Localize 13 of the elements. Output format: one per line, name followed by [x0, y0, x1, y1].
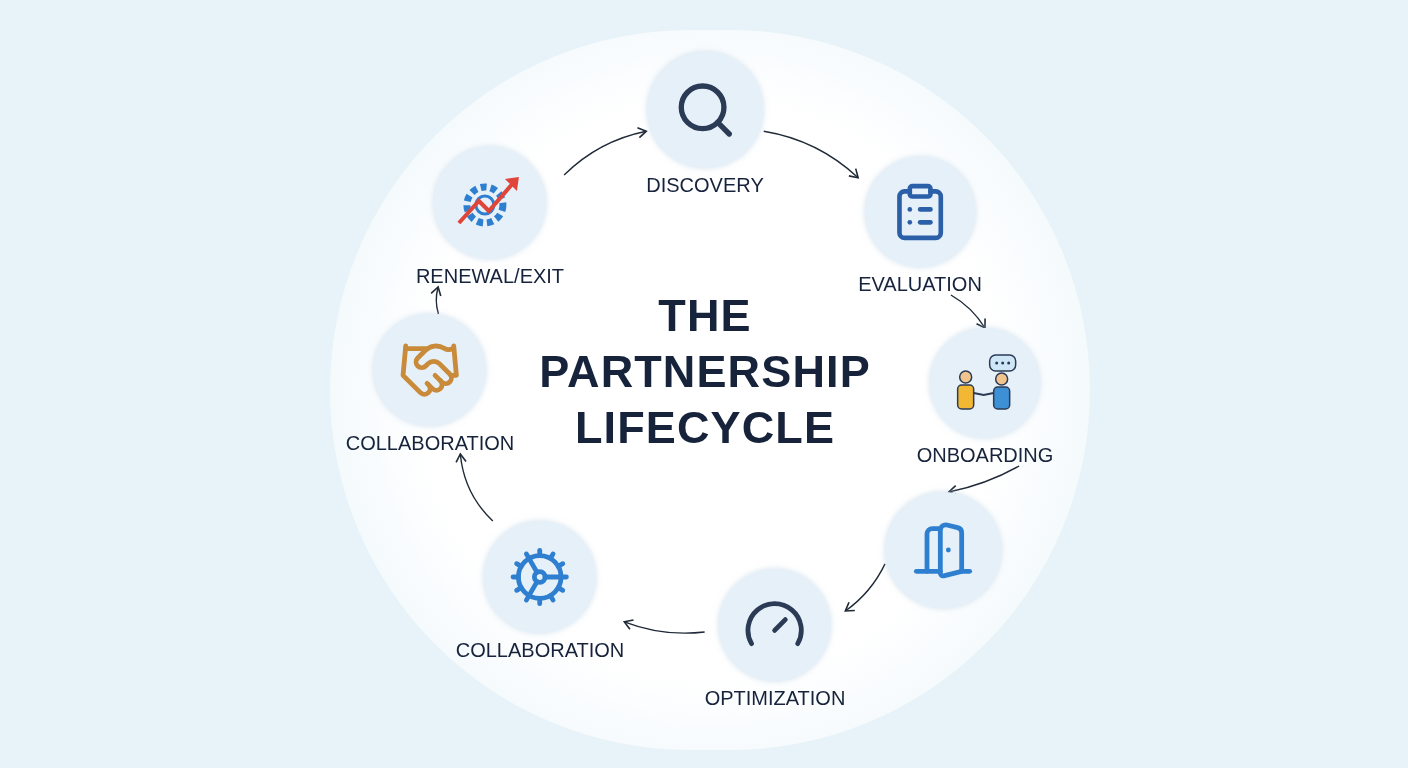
- stage-label: ONBOARDING: [916, 444, 1054, 466]
- arrow: [763, 130, 859, 179]
- stage-label: DISCOVERY: [646, 174, 764, 196]
- arrow: [563, 127, 648, 176]
- stage-label: OPTIMIZATION: [704, 687, 846, 709]
- stage-label: COLLABORATION: [345, 432, 515, 454]
- stage-label: COLLABORATION: [455, 639, 625, 661]
- arrow: [950, 294, 986, 329]
- arrow: [430, 286, 442, 315]
- arrow: [844, 563, 886, 612]
- arrow: [623, 619, 706, 634]
- arrow: [455, 453, 494, 522]
- stage-label: RENEWAL/EXIT: [415, 265, 565, 287]
